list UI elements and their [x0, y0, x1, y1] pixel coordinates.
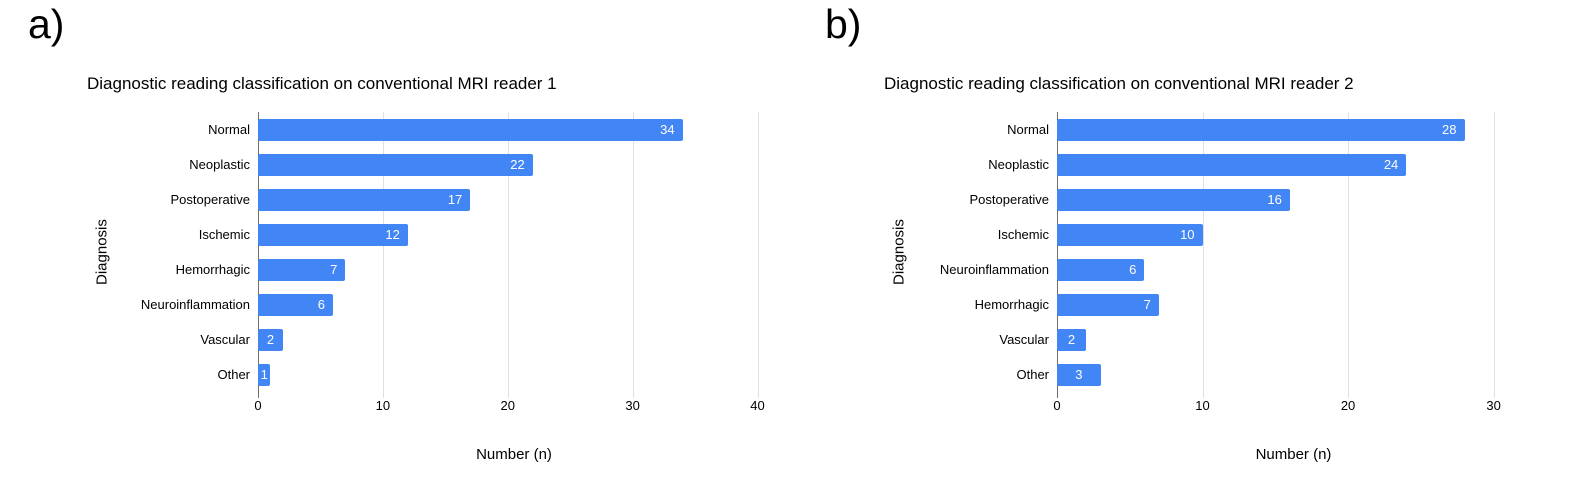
- gridline: [382, 112, 384, 398]
- bar-value-label: 17: [447, 192, 463, 207]
- gridline: [507, 112, 509, 398]
- category-label: Normal: [1007, 122, 1049, 137]
- bar-value-label: 28: [1442, 122, 1457, 137]
- bar: 12: [258, 223, 408, 246]
- category-label: Neoplastic: [988, 157, 1049, 172]
- chart-title-reader-2: Diagnostic reading classification on con…: [884, 74, 1354, 93]
- category-label: Other: [217, 367, 250, 382]
- bar-value-label: 34: [660, 122, 675, 137]
- panel-b: b) Diagnostic reading classification on …: [797, 0, 1594, 495]
- bar-value-label: 2: [266, 332, 275, 347]
- panel-a: a) Diagnostic reading classification on …: [0, 0, 797, 495]
- bar-row: 17: [258, 182, 770, 217]
- category-label: Vascular: [200, 332, 250, 347]
- bar: 34: [258, 118, 683, 141]
- bar: 6: [1057, 258, 1145, 281]
- plot-area: 34 22 17 12 7 6 2 1: [258, 112, 770, 398]
- x-tick-label: 10: [1195, 398, 1210, 413]
- bar: 7: [1057, 293, 1159, 316]
- category-label: Ischemic: [198, 227, 250, 242]
- bar: 17: [258, 188, 471, 211]
- bar-row: 2: [1057, 322, 1530, 357]
- x-tick-label: 20: [1340, 398, 1356, 413]
- bar: 3: [1057, 363, 1101, 386]
- bar-row: 24: [1057, 147, 1530, 182]
- gridline: [632, 112, 634, 398]
- x-tick-labels: 0 10 20 30: [1053, 398, 1530, 416]
- bar-value-label: 2: [1067, 332, 1076, 347]
- category-label: Neoplastic: [189, 157, 250, 172]
- bar-row: 7: [258, 252, 770, 287]
- bar-row: 12: [258, 217, 770, 252]
- x-tick-label: 0: [254, 398, 262, 413]
- y-axis-line: [1057, 112, 1058, 398]
- x-tick-labels: 0 10 20 30 40: [254, 398, 770, 416]
- bar: 2: [258, 328, 283, 351]
- bar-row: 2: [258, 322, 770, 357]
- bar-value-label: 10: [1180, 227, 1195, 242]
- bar-row: 6: [1057, 252, 1530, 287]
- x-tick-label: 30: [1486, 398, 1501, 413]
- y-axis-line: [258, 112, 259, 398]
- x-tick-label: 0: [1053, 398, 1061, 413]
- x-tick-label: 20: [500, 398, 515, 413]
- bar: 16: [1057, 188, 1290, 211]
- bar-value-label: 16: [1267, 192, 1282, 207]
- panel-letter-b: b): [825, 1, 862, 47]
- bar: 2: [1057, 328, 1087, 351]
- bar-row: 7: [1057, 287, 1530, 322]
- gridline: [1202, 112, 1204, 398]
- bar-value-label: 6: [317, 297, 325, 312]
- bar-value-label: 7: [330, 262, 338, 277]
- x-tick-label: 30: [625, 398, 640, 413]
- bar: 28: [1057, 118, 1465, 141]
- bar: 1: [258, 363, 271, 386]
- bar: 24: [1057, 153, 1407, 176]
- bar-row: 22: [258, 147, 770, 182]
- bar-row: 3: [1057, 357, 1530, 392]
- bar-value-label: 6: [1129, 262, 1137, 277]
- bar: 7: [258, 258, 346, 281]
- bar: 22: [258, 153, 533, 176]
- bar-row: 16: [1057, 182, 1530, 217]
- category-label: Hemorrhagic: [974, 297, 1049, 312]
- bar-row: 10: [1057, 217, 1530, 252]
- x-axis-title-number: Number (n): [476, 446, 552, 463]
- bar: 10: [1057, 223, 1203, 246]
- panel-letter-a: a): [28, 1, 65, 47]
- category-label: Postoperative: [170, 192, 251, 207]
- category-label: Postoperative: [969, 192, 1050, 207]
- bar-row: 34: [258, 112, 770, 147]
- x-axis-title-number: Number (n): [1255, 446, 1332, 463]
- category-label: Hemorrhagic: [175, 262, 250, 277]
- x-tick-label: 10: [375, 398, 391, 413]
- gridline: [1348, 112, 1350, 398]
- x-tick-label: 40: [750, 398, 765, 413]
- category-label: Other: [1016, 367, 1049, 382]
- bar-value-label: 22: [510, 157, 525, 172]
- gridline: [757, 112, 759, 398]
- category-label: Neuroinflammation: [939, 262, 1049, 277]
- gridline: [1493, 112, 1495, 398]
- bar-row: 6: [258, 287, 770, 322]
- chart-title-reader-1: Diagnostic reading classification on con…: [87, 74, 557, 93]
- bar: 6: [258, 293, 333, 316]
- category-label: Neuroinflammation: [140, 297, 250, 312]
- bar-value-label: 12: [385, 227, 400, 242]
- category-label: Ischemic: [997, 227, 1049, 242]
- bar-value-label: 3: [1075, 367, 1083, 382]
- bar-row: 1: [258, 357, 770, 392]
- plot-area: 28 24 16 10 6 7 2 3: [1057, 112, 1530, 398]
- bar-value-label: 24: [1383, 157, 1399, 172]
- bar-value-label: 7: [1143, 297, 1151, 312]
- category-label: Vascular: [999, 332, 1049, 347]
- bar-value-label: 1: [260, 367, 268, 382]
- bar-row: 28: [1057, 112, 1530, 147]
- category-label: Normal: [208, 122, 250, 137]
